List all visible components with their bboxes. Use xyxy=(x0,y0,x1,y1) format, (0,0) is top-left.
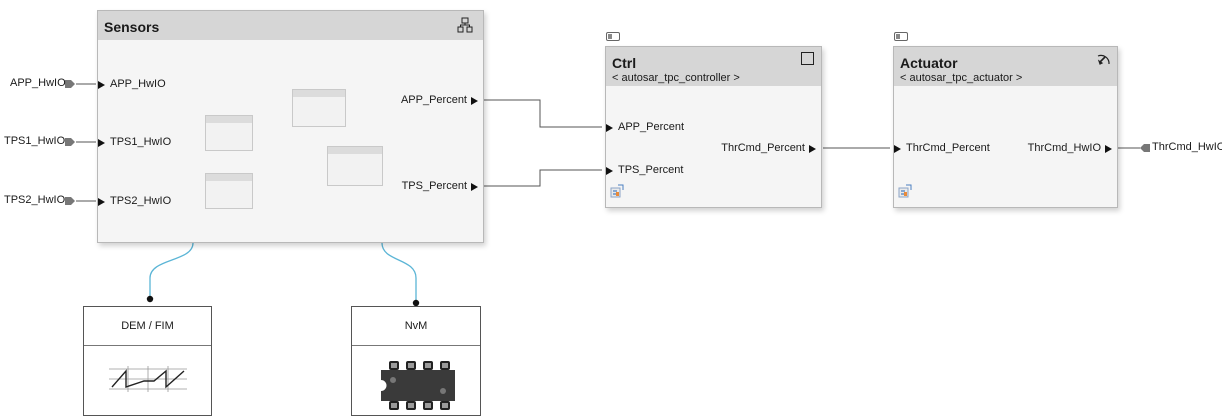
port-arrow xyxy=(98,81,105,89)
wire-tps-percent xyxy=(484,169,602,187)
dem-fim-service-block[interactable]: DEM / FIM xyxy=(83,306,212,416)
inport-symbol xyxy=(65,80,75,88)
inport-label-tps1[interactable]: TPS1_HwIO xyxy=(4,135,66,147)
port-arrow xyxy=(98,198,105,206)
nvm-connector-dot xyxy=(412,299,420,307)
actuator-port-thrcmd-percent[interactable]: ThrCmd_Percent xyxy=(906,142,990,154)
hierarchy-icon[interactable] xyxy=(457,17,473,38)
port-arrow xyxy=(98,139,105,147)
sensors-port-tps2-hwio[interactable]: TPS2_HwIO xyxy=(110,195,172,207)
waveform-icon xyxy=(108,365,188,398)
nvm-service-block[interactable]: NvM xyxy=(351,306,481,416)
inport-symbol xyxy=(65,138,75,146)
wire-sensors-dem xyxy=(149,242,194,298)
memory-chip-icon xyxy=(377,357,459,420)
toggle-icon[interactable] xyxy=(606,32,620,41)
actuator-title: Actuator xyxy=(900,55,958,71)
nvm-label: NvM xyxy=(352,307,480,346)
port-arrow xyxy=(471,97,478,105)
ctrl-header xyxy=(606,47,821,86)
sensors-block[interactable]: Sensors APP_HwIO TPS1_HwIO TPS2_HwIO APP… xyxy=(97,10,484,243)
port-arrow xyxy=(894,145,901,153)
behavior-icon[interactable] xyxy=(610,184,624,203)
ctrl-port-thrcmd-percent[interactable]: ThrCmd_Percent xyxy=(721,142,805,154)
ctrl-subtitle: < autosar_tpc_controller > xyxy=(612,72,740,84)
wire-sensors-nvm xyxy=(381,242,417,302)
internal-component-preview xyxy=(205,173,253,209)
ctrl-block[interactable]: Ctrl < autosar_tpc_controller > APP_Perc… xyxy=(605,46,822,208)
sensors-title: Sensors xyxy=(104,19,160,35)
ctrl-port-app-percent[interactable]: APP_Percent xyxy=(618,121,685,133)
inport-label-app[interactable]: APP_HwIO xyxy=(10,77,66,89)
port-arrow xyxy=(471,183,478,191)
wire-app-percent xyxy=(484,99,602,128)
ctrl-title: Ctrl xyxy=(612,55,637,71)
actuator-block[interactable]: Actuator < autosar_tpc_actuator > ThrCmd… xyxy=(893,46,1118,208)
port-arrow xyxy=(606,167,613,175)
actuator-subtitle: < autosar_tpc_actuator > xyxy=(900,72,1023,84)
internal-component-preview xyxy=(327,146,383,186)
dem-connector-dot xyxy=(146,295,154,303)
sensors-port-tps-percent[interactable]: TPS_Percent xyxy=(401,180,467,192)
outport-label-thrcmd[interactable]: ThrCmd_HwIO xyxy=(1152,141,1222,153)
sensors-port-app-hwio[interactable]: APP_HwIO xyxy=(110,78,166,90)
outport-symbol xyxy=(1140,144,1150,152)
port-arrow xyxy=(809,145,816,153)
dem-fim-label: DEM / FIM xyxy=(84,307,211,346)
toggle-icon[interactable] xyxy=(894,32,908,41)
sensors-header xyxy=(98,11,483,40)
port-arrow xyxy=(606,124,613,132)
actuator-port-thrcmd-hwio[interactable]: ThrCmd_HwIO xyxy=(1027,142,1101,154)
inport-symbol xyxy=(65,197,75,205)
port-arrow xyxy=(1105,145,1112,153)
internal-component-preview xyxy=(205,115,253,151)
actuator-header xyxy=(894,47,1117,86)
sensors-port-app-percent[interactable]: APP_Percent xyxy=(400,94,467,106)
inport-label-tps2[interactable]: TPS2_HwIO xyxy=(4,194,66,206)
internal-component-preview xyxy=(292,89,346,127)
behavior-icon[interactable] xyxy=(898,184,912,203)
sensors-port-tps1-hwio[interactable]: TPS1_HwIO xyxy=(110,136,172,148)
dial-icon[interactable] xyxy=(1095,51,1111,72)
square-icon[interactable] xyxy=(801,52,814,65)
ctrl-port-tps-percent[interactable]: TPS_Percent xyxy=(618,164,684,176)
